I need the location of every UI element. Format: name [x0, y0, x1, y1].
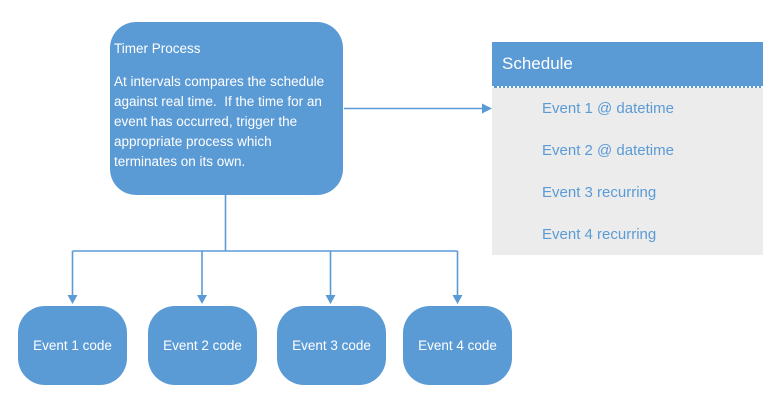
- event-box-label: Event 4 code: [418, 338, 497, 353]
- event-box-label: Event 1 code: [33, 338, 112, 353]
- event-3-code-box[interactable]: Event 3 code: [277, 306, 386, 385]
- event-2-code-box[interactable]: Event 2 code: [148, 306, 257, 385]
- schedule-row-event-2: Event 2 @ datetime: [492, 130, 763, 172]
- event-1-code-box[interactable]: Event 1 code: [18, 306, 127, 385]
- schedule-row-event-4: Event 4 recurring: [492, 213, 763, 255]
- timer-process-description: At intervals compares the schedule again…: [114, 74, 328, 169]
- event-box-label: Event 2 code: [163, 338, 242, 353]
- schedule-body: Event 1 @ datetime Event 2 @ datetime Ev…: [492, 88, 763, 255]
- timer-process-title: Timer Process: [114, 41, 201, 56]
- timer-process-box[interactable]: Timer Process At intervals compares the …: [110, 22, 343, 195]
- schedule-row-event-1: Event 1 @ datetime: [492, 88, 763, 130]
- arrow-timer-to-schedule: [344, 103, 492, 114]
- schedule-title: Schedule: [502, 54, 573, 73]
- schedule-row-label: Event 3 recurring: [542, 183, 657, 201]
- schedule-header: Schedule: [492, 42, 763, 88]
- schedule-panel[interactable]: Schedule Event 1 @ datetime Event 2 @ da…: [492, 42, 763, 255]
- schedule-row-event-3: Event 3 recurring: [492, 172, 763, 214]
- event-box-label: Event 3 code: [292, 338, 371, 353]
- schedule-row-label: Event 2 @ datetime: [542, 142, 674, 160]
- event-4-code-box[interactable]: Event 4 code: [403, 306, 512, 385]
- schedule-row-label: Event 1 @ datetime: [542, 100, 674, 118]
- schedule-row-label: Event 4 recurring: [542, 225, 657, 243]
- connector-tree: [67, 195, 463, 304]
